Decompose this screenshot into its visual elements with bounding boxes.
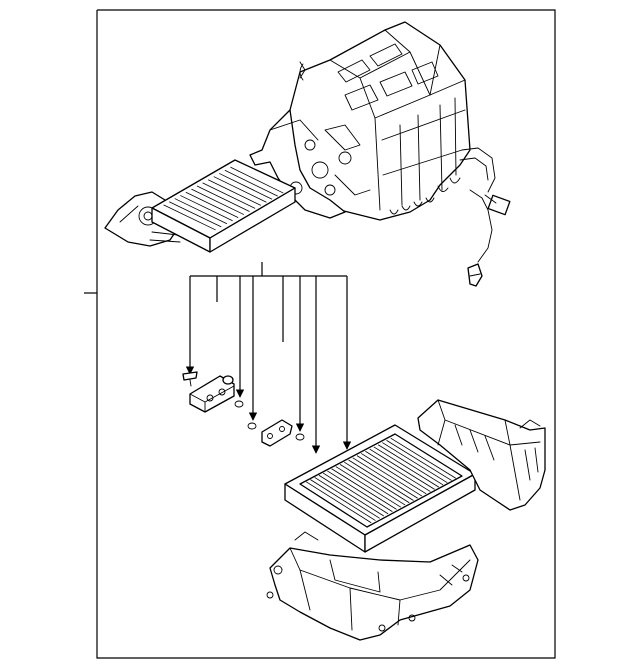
hvac-case-assembly — [249, 21, 496, 221]
wire-harness-connector — [469, 189, 511, 263]
core-fin — [318, 474, 385, 517]
core-fin — [339, 464, 406, 506]
pipe-block — [261, 419, 293, 447]
core-fin — [331, 468, 397, 510]
core-fin — [335, 466, 402, 508]
core-fin — [348, 459, 414, 501]
core-fin — [207, 179, 261, 206]
evaporator-lower-case — [266, 531, 479, 641]
diagram-frame — [84, 9, 556, 659]
core-fin — [185, 191, 239, 219]
evaporator-upper-case — [417, 399, 546, 511]
core-fin — [373, 446, 440, 488]
core-fin — [365, 450, 431, 492]
o-ring — [295, 433, 305, 441]
core-fin — [386, 440, 452, 481]
core-fin — [196, 185, 250, 212]
core-fin — [377, 444, 444, 486]
expansion-valve — [189, 375, 235, 413]
core-fin — [369, 448, 435, 490]
core-fin — [168, 201, 222, 228]
core-fin — [219, 173, 273, 200]
screw — [182, 371, 198, 387]
core-fin — [213, 176, 267, 203]
callout-leaders — [185, 262, 352, 454]
core-fin — [180, 195, 233, 222]
evaporator-core — [284, 424, 476, 553]
core-fin — [314, 477, 380, 519]
sensor — [467, 263, 483, 287]
core-fin — [163, 204, 216, 231]
core-fin — [356, 455, 423, 497]
core-fin — [230, 166, 284, 194]
core-fin — [344, 461, 410, 504]
core-fin — [382, 442, 448, 484]
o-ring — [234, 400, 244, 408]
core-fin — [390, 437, 456, 479]
core-fin — [360, 453, 427, 495]
core-fin — [352, 457, 418, 499]
core-fin — [191, 188, 245, 215]
core-fin — [327, 470, 393, 512]
core-fin — [322, 472, 389, 515]
core-fin — [310, 479, 376, 521]
core-fin — [174, 198, 228, 225]
core-fin — [202, 182, 256, 209]
heater-core — [151, 159, 296, 253]
core-fin — [224, 169, 278, 197]
core-fin — [306, 481, 372, 524]
o-ring — [247, 422, 257, 430]
